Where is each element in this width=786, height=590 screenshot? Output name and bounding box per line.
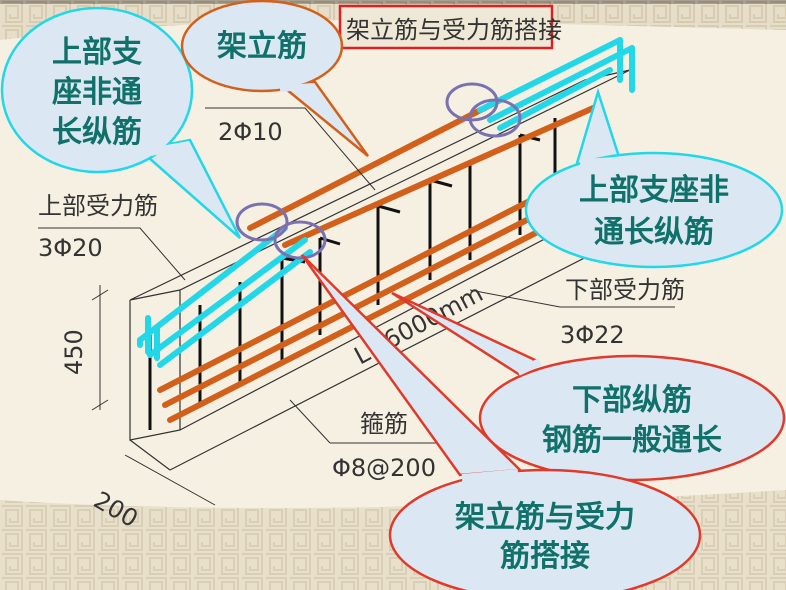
cyan-rebars — [137, 37, 635, 368]
lap-circle — [235, 202, 289, 242]
erection-bar-spec: 2Φ10 — [218, 118, 283, 146]
svg-text:钢筋一般通长: 钢筋一般通长 — [542, 423, 722, 458]
fret-border-top — [0, 0, 786, 40]
stirrup-spec: Φ8@200 — [332, 454, 436, 482]
callout-erection-bar: 架立筋 — [180, 0, 370, 157]
callout-right-support: 上部支座非 通长纵筋 — [524, 87, 784, 269]
lap-circle — [273, 220, 327, 260]
bottom-bar-label: 下部受力筋 — [565, 276, 685, 304]
svg-text:架立筋与受力: 架立筋与受力 — [455, 500, 635, 535]
stirrup-label: 箍筋 — [360, 410, 408, 438]
title-box — [338, 4, 554, 50]
svg-text:通长纵筋: 通长纵筋 — [594, 215, 714, 250]
callout-lap: 架立筋与受力 筋搭接 — [300, 254, 702, 590]
callout-bottom-bar: 下部纵筋 钢筋一般通长 — [391, 291, 786, 482]
bottom-bar-spec: 3Φ22 — [560, 321, 625, 349]
title: 架立筋与受力筋搭接 — [346, 16, 562, 44]
svg-text:下部纵筋: 下部纵筋 — [572, 383, 692, 418]
callout-left-support: 上部支 座非通 长纵筋 — [0, 6, 242, 239]
leader-lines — [38, 107, 675, 506]
lap-circle — [468, 98, 522, 138]
lap-circle — [445, 82, 499, 122]
svg-text:筋搭接: 筋搭接 — [500, 539, 590, 574]
svg-text:架立筋: 架立筋 — [217, 29, 307, 64]
svg-text:上部支座非: 上部支座非 — [579, 173, 729, 208]
svg-text:长纵筋: 长纵筋 — [52, 115, 142, 150]
lap-circles — [235, 82, 522, 260]
height-dimension: 450 — [60, 329, 88, 375]
stirrups — [148, 97, 600, 430]
svg-text:座非通: 座非通 — [52, 75, 142, 110]
top-bar-label: 上部受力筋 — [38, 192, 158, 220]
top-bar-spec: 3Φ20 — [38, 234, 103, 262]
svg-text:上部支: 上部支 — [52, 35, 142, 70]
